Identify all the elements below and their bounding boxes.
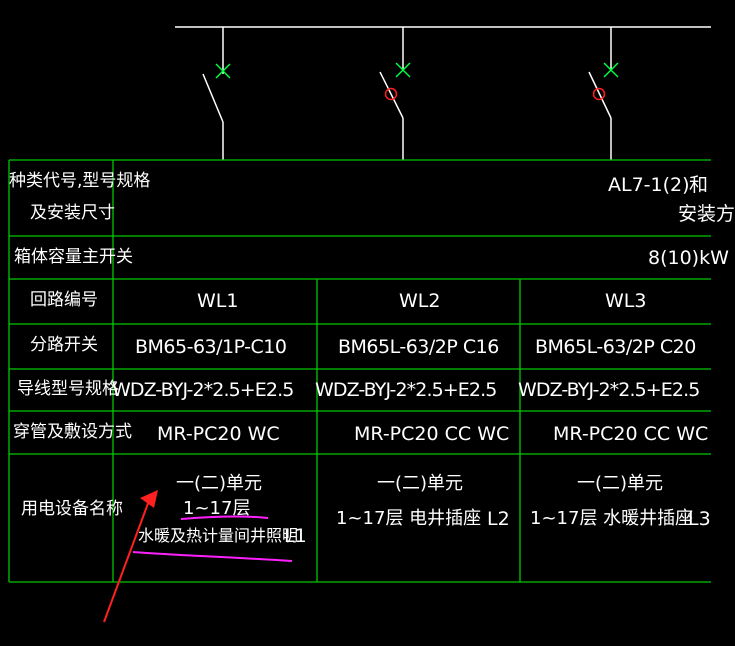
device-wl3-line2: 1~17层 水暖井插座 [530,508,694,529]
rcd-circle-icon [592,87,606,101]
switch-wl3: BM65L-63/2P C20 [535,336,696,358]
circuit-id-wl1: WL1 [197,290,239,312]
switch-wl1: BM65-63/1P-C10 [135,336,287,358]
rcd-circle-icon [384,87,398,101]
row-label-type-spec-line2: 及安装尺寸 [30,203,115,223]
row-label-type-spec: 种类代号,型号规格 [9,171,151,191]
wire-wl1: WDZ-BYJ-2*2.5+E2.5 [112,379,294,401]
device-wl1-line3: 水暖及热计量间井照明 [138,526,299,545]
row-label-branch-switch: 分路开关 [30,335,98,355]
row-label-conduit: 穿管及敷设方式 [13,422,132,442]
breaker-symbol-wl3 [588,27,619,160]
conduit-wl1: MR-PC20 WC [157,423,280,445]
annotation-arrow-icon [103,490,158,623]
conduit-wl2: MR-PC20 CC WC [354,423,510,445]
wire-wl3: WDZ-BYJ-2*2.5+E2.5 [518,379,700,401]
circuit-id-wl3: WL3 [605,290,647,312]
row-label-capacity: 箱体容量主开关 [14,247,133,267]
capacity-value: 8(10)kW [648,247,729,269]
panel-code-suffix: 和 [689,174,709,196]
breaker-x-mark-icon [603,62,619,78]
conduit-wl3: MR-PC20 CC WC [553,423,709,445]
device-wl2-line1: 一(二)单元 [377,473,464,494]
device-wl1-line1: 一(二)单元 [176,473,263,494]
breaker-symbol-wl2 [379,27,411,160]
device-tag-wl3: L3 [688,508,711,530]
circuit-id-wl2: WL2 [399,290,441,312]
breaker-x-mark-icon [215,63,231,79]
breaker-symbol-wl1 [202,27,231,160]
device-wl1-line2: 1~17层 [183,498,251,519]
row-label-wire-spec: 导线型号规格 [17,379,119,399]
row-label-device-name: 用电设备名称 [21,499,123,519]
breaker-x-mark-icon [395,62,411,78]
device-wl3-line1: 一(二)单元 [577,473,664,494]
row-label-circuit-no: 回路编号 [30,290,98,310]
install-label-partial: 安装方 [678,203,735,225]
table-grid [8,159,711,583]
panel-code: AL7-1(2) [608,174,690,196]
device-wl2-line2: 1~17层 电井插座 [336,508,482,529]
device-tag-wl1: L1 [284,525,307,547]
device-tag-wl2: L2 [487,508,510,530]
switch-wl2: BM65L-63/2P C16 [338,336,499,358]
annotation-underlines [132,515,293,562]
wire-wl2: WDZ-BYJ-2*2.5+E2.5 [315,379,497,401]
schematic-drawing [8,26,711,623]
